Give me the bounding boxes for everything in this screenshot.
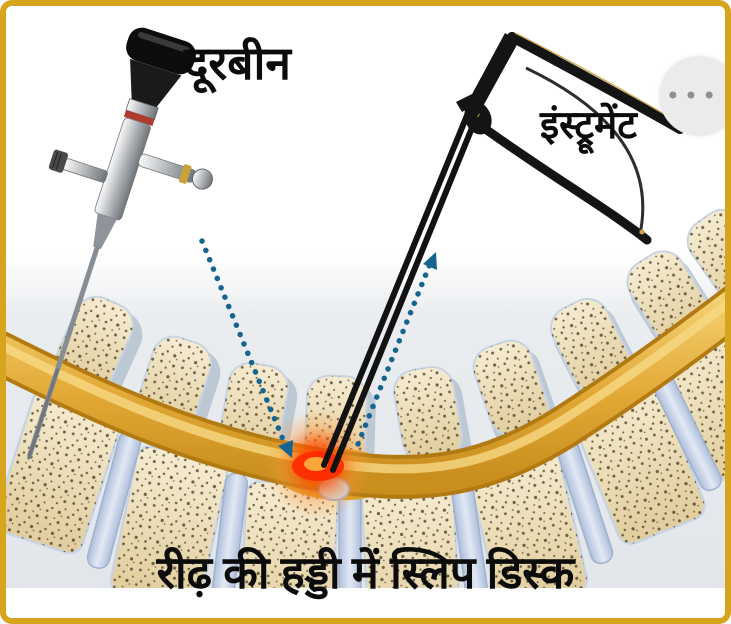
spine-illustration [6,208,725,618]
endoscope-label: दूरबीन [184,38,291,89]
instrument-label: इंस्ट्रूमेंट [540,104,637,147]
medical-diagram [6,27,725,618]
guide-arrow-endoscope [199,238,293,458]
intervertebral-discs [86,360,722,618]
surgical-instrument-illustration [321,32,685,473]
slip-disc-highlight [263,409,373,519]
ellipsis-icon: ••• [665,82,721,110]
more-options-button[interactable]: ••• [659,56,725,136]
endoscope-illustration [27,27,213,460]
caption-label: रीढ़ की हड्डी में स्लिप डिस्क [156,548,575,598]
guide-arrow-instrument [355,252,437,447]
